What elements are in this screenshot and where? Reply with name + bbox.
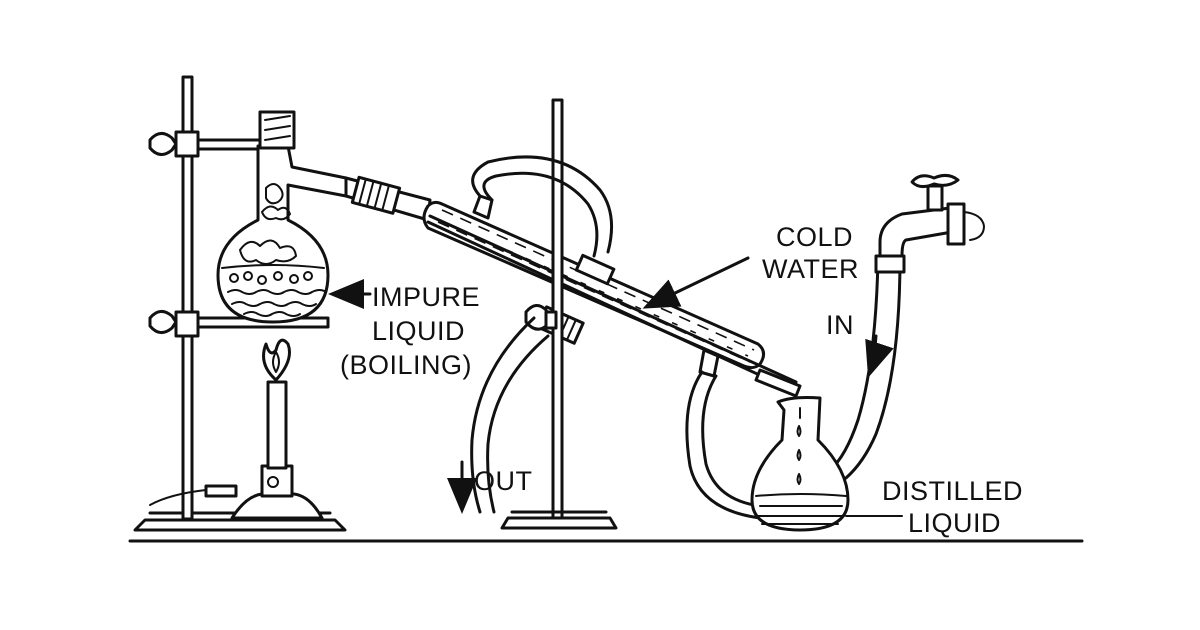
impure-label-line2: LIQUID bbox=[372, 316, 465, 346]
receiving-flask bbox=[750, 396, 850, 532]
outlet-hose bbox=[447, 155, 614, 514]
distilled-label-line1: DISTILLED bbox=[882, 476, 1023, 506]
out-label: OUT bbox=[474, 466, 533, 496]
cold-water-pointer bbox=[642, 256, 750, 309]
bunsen-burner bbox=[149, 338, 324, 520]
distilled-label-line2: LIQUID bbox=[908, 508, 1001, 538]
inlet-hose bbox=[685, 256, 902, 520]
impure-label-line3: (BOILING) bbox=[340, 350, 472, 380]
middle-retort-stand bbox=[500, 98, 618, 530]
in-label: IN bbox=[826, 310, 854, 340]
cold-water-label-line2: WATER bbox=[762, 254, 859, 284]
cold-water-label-line1: COLD bbox=[776, 222, 853, 252]
boiling-flask bbox=[216, 110, 348, 324]
connector-tube bbox=[344, 175, 432, 222]
left-retort-stand bbox=[133, 75, 347, 532]
impure-label-line1: IMPURE bbox=[372, 282, 480, 312]
water-tap bbox=[874, 173, 985, 274]
